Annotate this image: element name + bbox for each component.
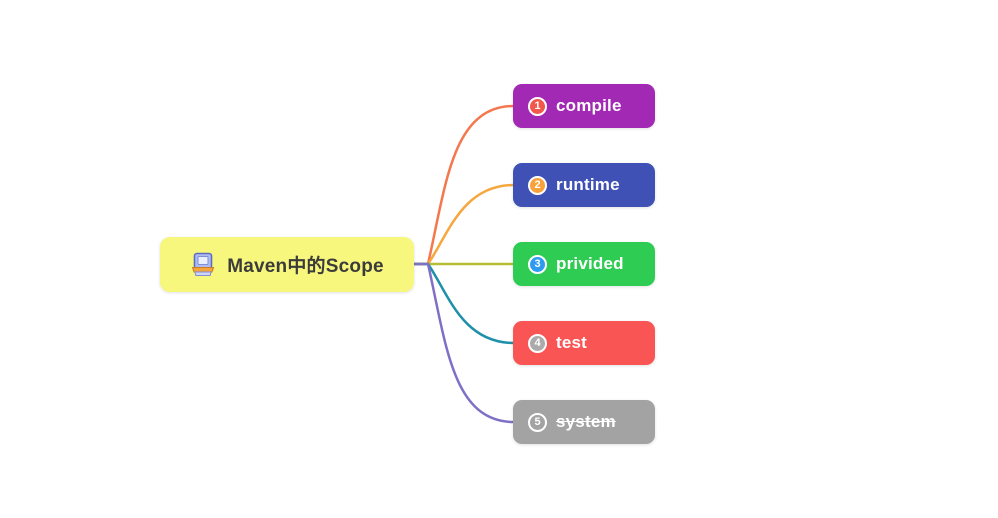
connector-compile (412, 104, 516, 266)
computer-icon (192, 252, 215, 276)
node-system[interactable]: 5 system (513, 400, 655, 444)
root-node-label: Maven中的Scope (227, 256, 384, 277)
connector-runtime (412, 183, 516, 266)
root-node-maven-scope[interactable]: Maven中的Scope (160, 237, 414, 292)
node-compile[interactable]: 1 compile (513, 84, 655, 128)
priority-2-badge: 2 (528, 175, 547, 195)
node-test[interactable]: 4 test (513, 321, 655, 365)
node-compile-label: compile (556, 96, 622, 115)
node-system-label: system (556, 412, 616, 431)
node-test-label: test (556, 333, 588, 352)
connector-test (412, 262, 516, 345)
priority-1-badge: 1 (528, 96, 547, 116)
node-runtime[interactable]: 2 runtime (513, 163, 655, 207)
priority-5-badge: 5 (528, 412, 547, 432)
connector-system (412, 262, 516, 424)
node-runtime-label: runtime (556, 175, 620, 194)
node-privided-label: privided (556, 254, 624, 273)
node-privided[interactable]: 3 privided (513, 242, 655, 286)
priority-3-badge: 3 (528, 254, 547, 274)
priority-4-badge: 4 (528, 333, 547, 353)
